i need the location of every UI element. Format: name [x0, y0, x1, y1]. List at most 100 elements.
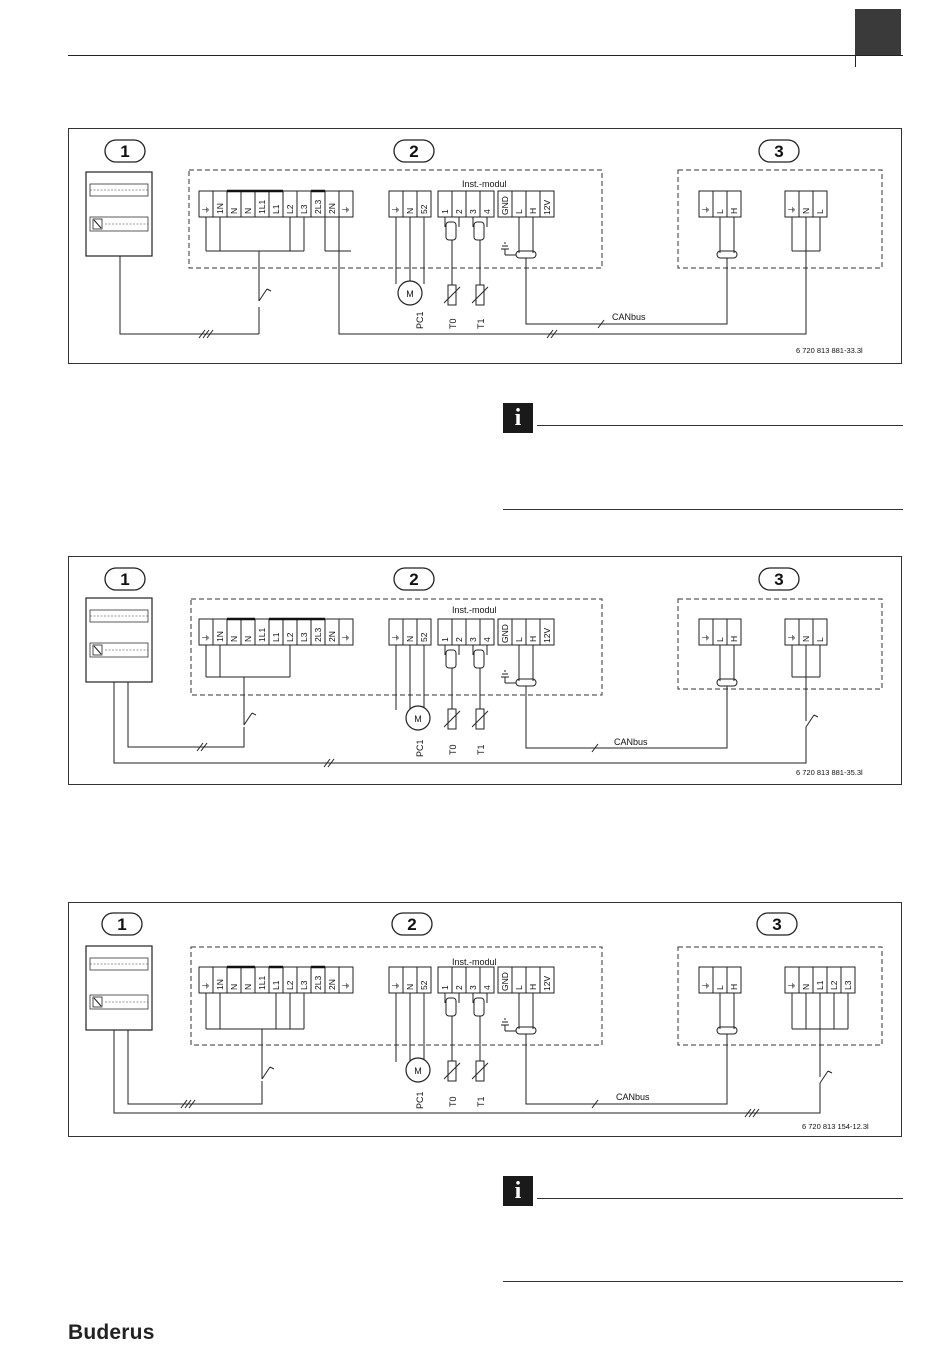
terminal-label: ⏚	[787, 633, 797, 642]
module-label: Inst.-modul	[452, 605, 497, 615]
callout-1: 1	[101, 912, 143, 936]
terminal-label: L3	[299, 632, 309, 642]
terminal-label: 2	[454, 985, 464, 990]
terminal-label: L1	[815, 980, 825, 990]
bus-label: CANbus	[616, 1092, 650, 1102]
terminal-label: L	[815, 637, 825, 642]
terminal-label: 1	[440, 985, 450, 990]
callout-number: 3	[772, 915, 781, 934]
motor-label: M	[406, 289, 414, 299]
sensor-label: T1	[476, 1096, 486, 1107]
terminal-label: N	[405, 984, 415, 990]
terminal-label: 2	[454, 209, 464, 214]
terminal-label: 4	[482, 209, 492, 214]
callout-number: 1	[120, 570, 129, 589]
figure-code: 6 720 813 881-35.3l	[796, 768, 863, 777]
wiring-diagram-3: 1 2 3 ⏚ 1N N N 1L1 L1	[68, 902, 902, 1137]
callout-number: 1	[120, 142, 129, 161]
sensor-label: T0	[448, 1096, 458, 1107]
bus-label: CANbus	[612, 312, 646, 322]
terminal-label: ⏚	[391, 981, 401, 990]
terminal-label: ⏚	[701, 981, 711, 990]
terminal-label: ⏚	[201, 981, 211, 990]
terminal-label: ⏚	[787, 981, 797, 990]
terminal-label: ⏚	[201, 205, 211, 214]
terminal-label: H	[528, 984, 538, 990]
wiring-diagram-svg: 1 2 3 ⏚ 1N N N 1L1 L1	[85, 567, 883, 777]
sensor-label: T0	[448, 318, 458, 329]
terminal-label: N	[405, 636, 415, 642]
unit-box	[188, 169, 603, 269]
terminal-label: L1	[271, 980, 281, 990]
terminal-label: L2	[285, 204, 295, 214]
terminal-label: GND	[500, 196, 510, 215]
terminal-block-motor: ⏚ N 52	[388, 966, 432, 994]
terminal-label: 2L3	[313, 976, 323, 990]
callout-number: 2	[409, 570, 418, 589]
terminal-label: GND	[500, 972, 510, 991]
figure-code: 6 720 813 881-33.3l	[796, 346, 863, 355]
terminal-block-main: ⏚ 1N N N 1L1 L1 L2 L3 2L3 2N ⏚	[198, 617, 354, 646]
terminal-label: N	[229, 636, 239, 642]
terminal-label: ⏚	[391, 633, 401, 642]
terminal-label: 2L3	[313, 628, 323, 642]
terminal-label: 3	[468, 637, 478, 642]
terminal-label: N	[229, 984, 239, 990]
terminal-label: 3	[468, 209, 478, 214]
callout-3: 3	[756, 912, 798, 936]
terminal-label: 52	[419, 980, 429, 990]
figure-code: 6 720 813 154-12.3l	[802, 1122, 869, 1131]
distribution-panel	[85, 597, 153, 683]
terminal-label: L3	[299, 204, 309, 214]
terminal-label: 2N	[327, 203, 337, 214]
info-note-1: i	[503, 403, 903, 513]
wiring-diagram-1: 1 2 3 ⏚ 1N N N 1	[68, 128, 902, 364]
terminal-label: H	[528, 208, 538, 214]
callout-2: 2	[393, 567, 435, 591]
terminal-label: L3	[843, 980, 853, 990]
terminal-label: 1L1	[257, 976, 267, 990]
sensor-label: PC1	[415, 1091, 425, 1109]
callout-2: 2	[391, 912, 433, 936]
header-rule	[68, 55, 903, 56]
terminal-block-ext-a: ⏚ L H	[698, 618, 742, 646]
distribution-panel	[85, 945, 153, 1031]
terminal-block-main: ⏚ 1N N N 1L1 L1 L2 L3 2L3 2N ⏚	[198, 965, 354, 994]
terminal-label: 3	[468, 985, 478, 990]
terminal-label: 4	[482, 637, 492, 642]
module-label: Inst.-modul	[462, 179, 507, 189]
terminal-label: N	[405, 208, 415, 214]
callout-1: 1	[104, 139, 146, 163]
terminal-label: N	[243, 984, 253, 990]
terminal-label: L2	[829, 980, 839, 990]
terminal-label: 2L3	[313, 200, 323, 214]
bus-label: CANbus	[614, 737, 648, 747]
terminal-label: 1L1	[257, 200, 267, 214]
callout-number: 2	[409, 142, 418, 161]
terminal-label: 12V	[542, 976, 552, 991]
brand-logo: Buderus	[68, 1321, 155, 1344]
terminal-label: N	[801, 984, 811, 990]
terminal-label: 1	[440, 209, 450, 214]
callout-number: 2	[407, 915, 416, 934]
info-rule-bottom	[503, 509, 903, 510]
terminal-block-ext-b: ⏚ N L1 L2 L3	[784, 966, 856, 994]
terminal-block-ext-b: ⏚ N L	[784, 190, 828, 218]
terminal-label: L1	[271, 632, 281, 642]
terminal-label: L	[514, 209, 524, 214]
callout-1: 1	[104, 567, 146, 591]
terminal-label: H	[729, 984, 739, 990]
terminal-label: L2	[285, 980, 295, 990]
sensor-label: T0	[448, 744, 458, 755]
callout-3: 3	[758, 567, 800, 591]
terminal-label: ⏚	[701, 633, 711, 642]
terminal-label: L	[514, 985, 524, 990]
terminal-label: N	[243, 208, 253, 214]
wiring-diagram-svg: 1 2 3 ⏚ 1N N N 1L1 L1	[85, 912, 883, 1131]
info-rule-top	[537, 425, 903, 426]
terminal-label: H	[729, 636, 739, 642]
pump-motor: M	[405, 705, 431, 731]
terminal-label: 52	[419, 204, 429, 214]
terminal-label: GND	[500, 624, 510, 643]
terminal-label: 4	[482, 985, 492, 990]
